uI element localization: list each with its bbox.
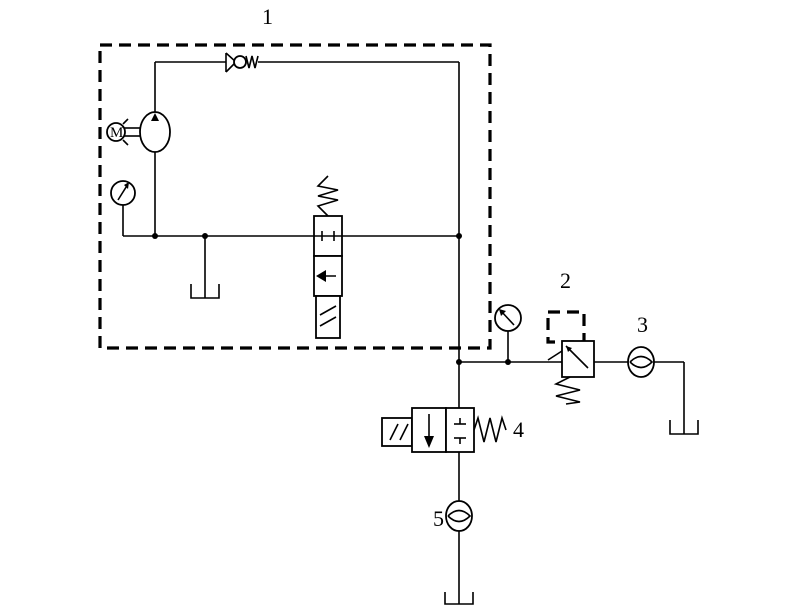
check-valve-icon xyxy=(225,52,259,73)
unit-2-boundary xyxy=(546,310,586,344)
tank-icon xyxy=(444,592,474,605)
motor-icon: M xyxy=(106,118,140,146)
pressure-gauge-icon xyxy=(494,304,522,362)
flow-meter-icon xyxy=(445,500,473,532)
solenoid-valve-icon xyxy=(381,407,507,453)
unit-4-label: 4 xyxy=(513,417,524,442)
unit-3-label: 3 xyxy=(637,312,648,337)
motor-label: M xyxy=(110,125,123,141)
tank-icon xyxy=(669,420,699,435)
unit-5-label: 5 xyxy=(433,506,444,531)
unit-2-label: 2 xyxy=(560,268,571,293)
pump-icon xyxy=(139,111,171,153)
relief-valve-icon xyxy=(547,340,628,405)
tank-icon xyxy=(190,236,220,299)
solenoid-valve-icon xyxy=(313,175,343,339)
flow-meter-icon xyxy=(627,346,685,434)
top-supply-line xyxy=(154,61,460,440)
unit-1-label: 1 xyxy=(262,4,273,29)
unit-1-boundary xyxy=(98,43,492,350)
pressure-gauge-icon xyxy=(110,180,136,236)
